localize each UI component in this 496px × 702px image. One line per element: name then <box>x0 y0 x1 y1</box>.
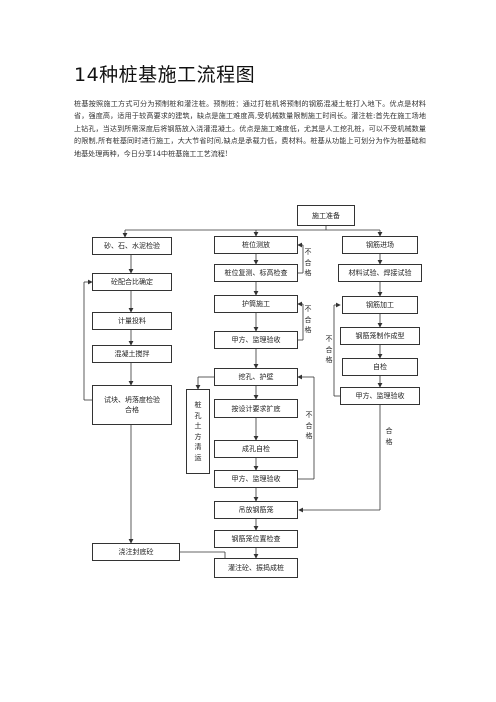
flow-step-construction-prep: 施工准备 <box>297 205 355 226</box>
flow-step-pour-and-vibrate: 灌注砼、振捣成桩 <box>214 558 298 578</box>
intro-paragraph: 桩基按照施工方式可分为预制桩和灌注桩。预制桩：通过打桩机将预制的钢筋混凝土桩打入… <box>74 99 426 158</box>
flow-step-acceptance-1: 甲方、监理验收 <box>214 331 298 349</box>
flow-step-pile-layout: 桩位测放 <box>214 236 298 254</box>
reject-label-4: 不合格 <box>325 335 333 364</box>
flow-step-rebar-arrival: 钢筋进场 <box>342 236 418 254</box>
flow-step-reaming: 按设计要求扩底 <box>214 399 298 418</box>
soil-removal-label: 桩孔土方清运 <box>194 401 202 462</box>
flow-step-bottom-pour: 浇注封底砼 <box>92 543 180 561</box>
flow-step-casing: 护筒施工 <box>214 295 298 313</box>
reject-label-3: 不合格 <box>305 411 313 440</box>
flow-step-batching: 计量投料 <box>92 312 172 330</box>
flow-step-hole-self-check: 成孔自检 <box>214 440 298 458</box>
flow-step-mix-ratio: 砼配合比确定 <box>92 273 172 291</box>
flow-step-cage-fabrication: 钢筋笼制作成型 <box>340 327 420 345</box>
reject-label-2: 不合格 <box>304 305 312 334</box>
flow-step-material-inspection: 砂、石、水泥检验 <box>92 237 172 255</box>
flow-step-mixing: 混凝土搅拌 <box>92 345 172 363</box>
flow-step-hoist-cage: 吊放钢筋笼 <box>214 501 298 519</box>
reject-label-1: 不合格 <box>304 248 312 277</box>
flow-step-self-check: 自检 <box>342 358 418 376</box>
flow-step-cage-position-check: 钢筋笼位置检查 <box>214 530 298 548</box>
flow-step-acceptance-2: 甲方、监理验收 <box>214 470 298 488</box>
flow-step-soil-removal: 桩孔土方清运 <box>186 389 210 474</box>
flow-step-acceptance-rebar: 甲方、监理验收 <box>340 387 420 405</box>
flow-step-material-weld-test: 材料试验、焊接试验 <box>338 264 422 282</box>
flow-step-pile-recheck: 桩位复测、标高检查 <box>214 264 298 282</box>
flow-step-rebar-processing: 钢筋加工 <box>342 296 418 314</box>
flow-step-excavation: 挖孔、护壁 <box>214 368 298 386</box>
flow-step-slump-test: 试块、坍落度检验合格 <box>92 385 172 425</box>
page-title: 14种桩基施工流程图 <box>74 64 256 86</box>
qualified-label: 合格 <box>385 427 393 446</box>
